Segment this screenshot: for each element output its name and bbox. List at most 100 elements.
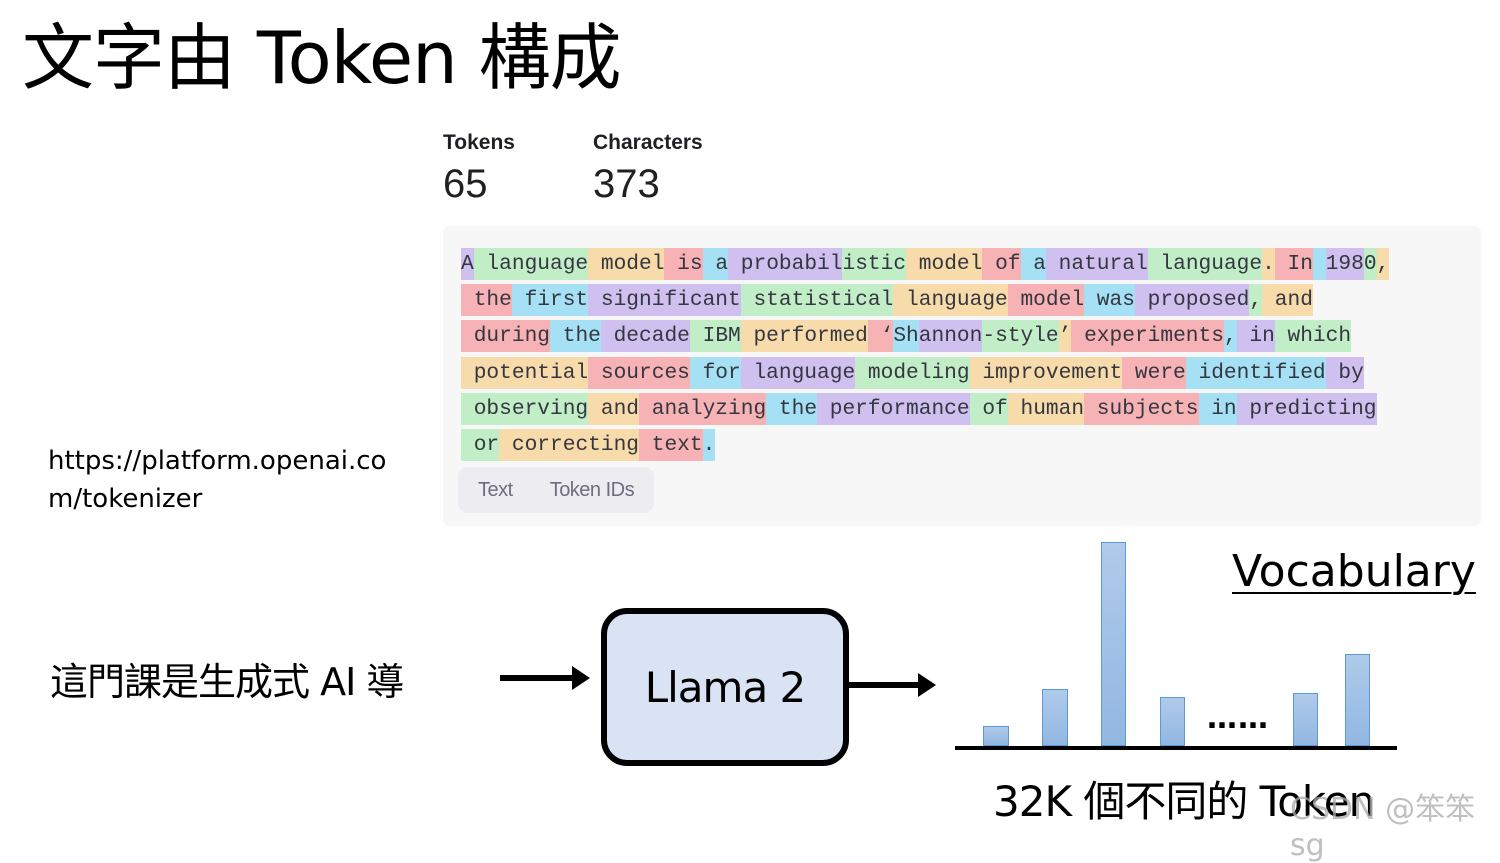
token: sources [588,356,690,389]
token: the [550,320,601,353]
token-line: during the decade IBM performed ‘Shannon… [461,318,1471,354]
token: predicting [1236,392,1377,425]
vocabulary-title: Vocabulary [1232,546,1476,597]
token: in [1198,392,1237,425]
token-line: the first significant statistical langua… [461,282,1471,318]
token: natural [1045,248,1148,280]
model-box: Llama 2 [601,608,849,766]
token: text [639,429,703,462]
vocab-bar [1345,654,1370,746]
token: Sh [893,320,919,353]
token: significant [588,284,741,317]
slide-title: 文字由 Token 構成 [22,16,622,100]
token-line: observing and analyzing the performance … [461,391,1471,427]
ellipsis-label: …… [1207,701,1269,736]
token: which [1274,320,1352,353]
arrow-icon-output [846,673,936,697]
token: IBM [689,320,741,353]
token: -style [982,320,1059,353]
token: model [588,248,665,280]
stat-characters: Characters 373 [593,128,743,210]
vocabulary-distribution-chart: …… [950,538,1410,758]
tab-text[interactable]: Text [478,478,513,501]
token: istic [842,248,907,280]
token-list: A language model is a probabilistic mode… [461,246,1471,463]
token: , [1376,248,1390,280]
model-label: Llama 2 [644,662,807,712]
token: probabil [728,248,843,280]
token: language [1147,248,1263,280]
token: is [664,248,703,280]
token: language [473,248,589,280]
token: and [1262,284,1313,317]
token: of [969,392,1008,425]
vocab-bar [1160,697,1185,746]
token: identified [1185,356,1326,389]
token-line: A language model is a probabilistic mode… [461,246,1471,282]
token: model [1007,284,1085,317]
tokenized-text-panel: A language model is a probabilistic mode… [443,226,1481,526]
view-toggle: Text Token IDs [458,467,655,513]
vocab-count-label: 32K 個不同的 Token [993,777,1375,826]
stat-tokens-label: Tokens [443,131,515,154]
tab-token-ids[interactable]: Token IDs [549,478,635,501]
token: the [461,284,512,317]
token: was [1084,284,1135,317]
stat-characters-value: 373 [593,162,660,206]
token: for [689,356,741,389]
token: ‘ [867,320,894,353]
token: subjects [1084,392,1199,425]
token: in [1236,320,1275,353]
vocab-bar [1293,692,1318,746]
token: were [1122,356,1186,389]
token: the [766,392,818,425]
token: experiments [1071,320,1224,353]
token: 0 [1363,248,1377,280]
vocab-bar [1042,688,1068,746]
token: of [982,248,1021,280]
token: human [1007,392,1085,425]
vocab-bar [1101,542,1126,746]
token-line: potential sources for language modeling … [461,355,1471,391]
watermark: CSDN @笨笨sg [1290,792,1476,863]
token: potential [461,356,589,389]
stat-characters-label: Characters [593,131,703,154]
token-line: or correcting text. [461,427,1471,463]
token: A [461,248,474,280]
token: performed [740,320,868,353]
token: language [740,356,856,389]
token: a [1020,248,1046,280]
token: first [511,284,589,317]
token: . [1262,248,1275,280]
token: . [702,429,716,462]
arrow-icon-input [500,666,590,690]
input-prompt-text: 這門課是生成式 AI 導 [50,660,404,704]
tokenizer-url[interactable]: https://platform.openai.com/tokenizer [48,446,387,514]
token: annon [918,320,983,353]
chart-baseline [955,746,1397,750]
token [1312,248,1326,280]
stat-tokens: Tokens 65 [443,128,593,210]
token: , [1223,320,1237,353]
token: correcting [499,429,640,462]
token: , [1249,284,1263,317]
token: In [1274,248,1313,280]
token: analyzing [639,392,767,425]
stat-tokens-value: 65 [443,162,488,206]
token: by [1325,356,1364,389]
token: or [461,429,500,462]
token: modeling [855,356,970,389]
token: model [906,248,983,280]
vocab-bar [983,725,1009,746]
token: language [893,284,1008,317]
token: statistical [740,284,894,317]
token: ’ [1058,320,1072,353]
token: improvement [969,356,1123,389]
tokenizer-stats: Tokens 65 Characters 373 [443,128,743,210]
token: performance [817,392,970,425]
token: during [461,320,551,353]
token: observing [461,392,589,425]
token: and [588,392,640,425]
token: decade [600,320,690,353]
token: 198 [1325,248,1364,280]
